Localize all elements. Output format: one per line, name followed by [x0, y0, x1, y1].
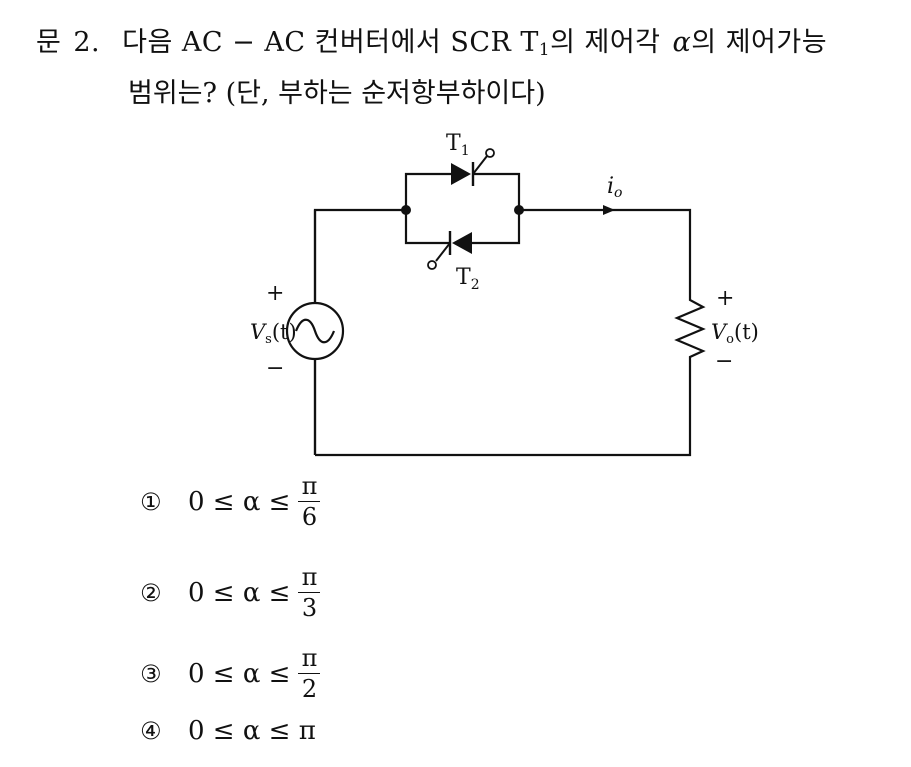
- question-number: 2.: [73, 27, 101, 58]
- scr-t1-label: T1: [446, 131, 470, 159]
- load-minus-sign: −: [715, 349, 733, 374]
- wire-right-bottom: [315, 382, 692, 457]
- option-1[interactable]: ① 0 ≤ α ≤ π 6: [140, 472, 321, 531]
- option-4-inequality: 0 ≤ α ≤ π: [188, 716, 316, 746]
- option-1-numerator: π: [301, 472, 318, 500]
- question-label: 문: [36, 27, 62, 58]
- option-3-marker: ③: [140, 659, 162, 688]
- option-3-fraction: π 2: [298, 644, 321, 703]
- option-1-marker: ①: [140, 487, 162, 516]
- load-plus-sign: +: [716, 286, 734, 311]
- load-voltage-label: Vo(t): [711, 320, 759, 347]
- option-2-numerator: π: [301, 563, 318, 591]
- option-2-marker: ②: [140, 578, 162, 607]
- option-2-denominator: 3: [301, 594, 318, 622]
- option-1-denominator: 6: [301, 503, 318, 531]
- question-scr-subscript: 1: [538, 39, 551, 60]
- option-4-marker: ④: [140, 717, 162, 745]
- option-3-inequality: 0 ≤ α ≤: [188, 658, 291, 689]
- question-line-1: 문 2. 다음 AC − AC 컨버터에서 SCR T1의 제어각 α의 제어가능: [36, 20, 827, 59]
- scr-t1-icon: [451, 148, 495, 186]
- sine-wave-icon: [294, 318, 336, 344]
- option-1-fraction: π 6: [298, 472, 321, 531]
- option-2[interactable]: ② 0 ≤ α ≤ π 3: [140, 563, 321, 622]
- option-1-inequality: 0 ≤ α ≤: [188, 486, 291, 517]
- junction-left: [401, 205, 411, 215]
- option-2-inequality: 0 ≤ α ≤: [188, 577, 291, 608]
- source-plus-sign: +: [266, 281, 284, 306]
- resistor-icon: [674, 288, 706, 382]
- question-text-part-3: 의 제어가능: [691, 27, 828, 58]
- option-4[interactable]: ④ 0 ≤ α ≤ π: [140, 716, 316, 746]
- question-text-part-2: 의 제어각: [550, 27, 661, 58]
- option-3-denominator: 2: [301, 675, 318, 703]
- question-text-part-1: 다음 AC − AC 컨버터에서 SCR T: [122, 27, 539, 58]
- current-arrow-icon: [603, 205, 615, 215]
- scr-t2-icon: [427, 231, 472, 270]
- current-label: io: [607, 174, 622, 201]
- wire-right-top: [519, 208, 692, 288]
- scr-t2-label: T2: [456, 265, 480, 293]
- question-alpha: α: [672, 27, 692, 58]
- option-2-fraction: π 3: [298, 563, 321, 622]
- wire-branch-top: [404, 172, 521, 210]
- option-3[interactable]: ③ 0 ≤ α ≤ π 2: [140, 644, 321, 703]
- question-line-2: 범위는? (단, 부하는 순저항부하이다): [128, 78, 546, 109]
- wire-branch-bottom: [404, 210, 521, 245]
- source-minus-sign: −: [266, 356, 284, 381]
- junction-right: [514, 205, 524, 215]
- option-3-numerator: π: [301, 644, 318, 672]
- source-voltage-label: Vs(t): [250, 320, 297, 347]
